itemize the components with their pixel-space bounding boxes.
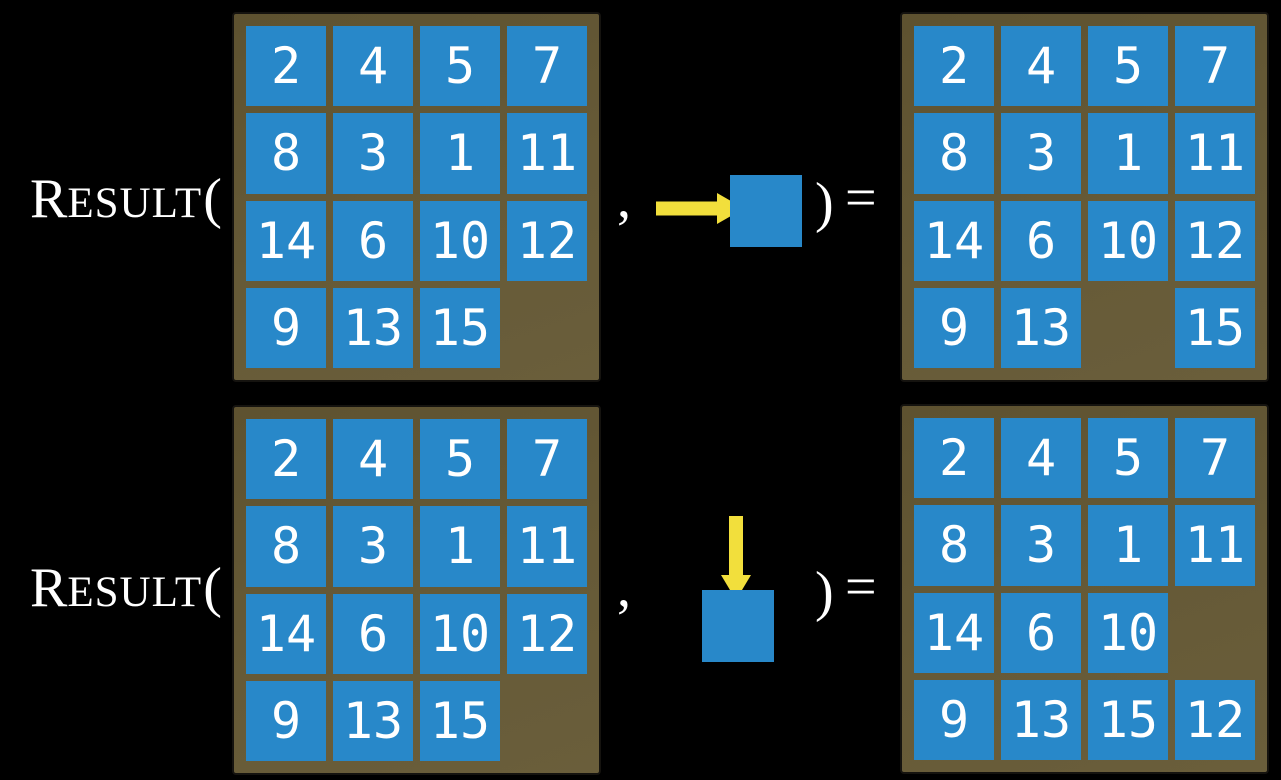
puzzle-tile-15: 15 bbox=[1088, 679, 1168, 760]
puzzle-tile-13: 13 bbox=[333, 680, 413, 761]
puzzle-tile-10: 10 bbox=[420, 200, 500, 281]
puzzle-tile-12: 12 bbox=[507, 200, 587, 281]
action-tile-square bbox=[702, 590, 774, 662]
puzzle-tile-1: 1 bbox=[1088, 505, 1168, 586]
puzzle-tile-2: 2 bbox=[246, 419, 326, 500]
puzzle-tile-11: 11 bbox=[507, 113, 587, 194]
puzzle-tile-5: 5 bbox=[1088, 26, 1168, 107]
puzzle-tile-10: 10 bbox=[420, 593, 500, 674]
puzzle-tile-4: 4 bbox=[333, 26, 413, 107]
puzzle-tile-3: 3 bbox=[1001, 505, 1081, 586]
puzzle-tile-3: 3 bbox=[333, 506, 413, 587]
puzzle-tile-14: 14 bbox=[914, 592, 994, 673]
open-paren: ( bbox=[203, 168, 222, 230]
puzzle-tile-8: 8 bbox=[246, 506, 326, 587]
open-paren: ( bbox=[203, 557, 222, 619]
puzzle-tile-1: 1 bbox=[420, 113, 500, 194]
puzzle-tile-12: 12 bbox=[1175, 679, 1255, 760]
puzzle-tile-9: 9 bbox=[914, 287, 994, 368]
puzzle-tile-15: 15 bbox=[420, 287, 500, 368]
puzzle-tile-13: 13 bbox=[1001, 679, 1081, 760]
comma-separator: , bbox=[617, 168, 631, 230]
puzzle-tile-9: 9 bbox=[246, 680, 326, 761]
action-tile-square bbox=[730, 175, 802, 247]
comma-separator: , bbox=[617, 557, 631, 619]
blank-space bbox=[507, 288, 587, 368]
puzzle-tile-7: 7 bbox=[507, 26, 587, 107]
puzzle-tile-3: 3 bbox=[333, 113, 413, 194]
puzzle-tile-5: 5 bbox=[420, 26, 500, 107]
puzzle-tile-1: 1 bbox=[1088, 113, 1168, 194]
puzzle-tile-4: 4 bbox=[1001, 26, 1081, 107]
puzzle-tile-2: 2 bbox=[246, 26, 326, 107]
puzzle-tile-14: 14 bbox=[914, 200, 994, 281]
puzzle-tile-7: 7 bbox=[1175, 418, 1255, 499]
puzzle-tile-9: 9 bbox=[246, 287, 326, 368]
puzzle-tile-2: 2 bbox=[914, 418, 994, 499]
puzzle-tile-12: 12 bbox=[1175, 200, 1255, 281]
puzzle-tile-8: 8 bbox=[914, 505, 994, 586]
down-arrow-icon bbox=[721, 516, 751, 600]
puzzle-tile-10: 10 bbox=[1088, 200, 1168, 281]
puzzle-tile-6: 6 bbox=[1001, 592, 1081, 673]
blank-space bbox=[507, 681, 587, 761]
result-function-label: RESULT( bbox=[30, 560, 222, 616]
puzzle-tile-14: 14 bbox=[246, 200, 326, 281]
puzzle-tile-1: 1 bbox=[420, 506, 500, 587]
puzzle-tile-7: 7 bbox=[1175, 26, 1255, 107]
puzzle-tile-15: 15 bbox=[420, 680, 500, 761]
puzzle-tile-3: 3 bbox=[1001, 113, 1081, 194]
puzzle-tile-9: 9 bbox=[914, 679, 994, 760]
puzzle-tile-4: 4 bbox=[1001, 418, 1081, 499]
puzzle-tile-11: 11 bbox=[507, 506, 587, 587]
result-label-initial: R bbox=[30, 168, 68, 230]
puzzle-tile-15: 15 bbox=[1175, 287, 1255, 368]
puzzle-tile-14: 14 bbox=[246, 593, 326, 674]
result-function-label: RESULT( bbox=[30, 171, 222, 227]
equals-sign: = bbox=[845, 167, 877, 229]
puzzle-tile-13: 13 bbox=[333, 287, 413, 368]
puzzle-tile-5: 5 bbox=[420, 419, 500, 500]
puzzle-tile-6: 6 bbox=[1001, 200, 1081, 281]
puzzle-tile-5: 5 bbox=[1088, 418, 1168, 499]
puzzle-tile-11: 11 bbox=[1175, 505, 1255, 586]
puzzle-tile-11: 11 bbox=[1175, 113, 1255, 194]
result-label-smallcaps: ESULT bbox=[67, 180, 203, 227]
blank-space bbox=[1088, 288, 1168, 368]
close-paren: ) bbox=[815, 561, 834, 623]
puzzle-tile-4: 4 bbox=[333, 419, 413, 500]
result-label-initial: R bbox=[30, 557, 68, 619]
puzzle-tile-2: 2 bbox=[914, 26, 994, 107]
puzzle-tile-6: 6 bbox=[333, 593, 413, 674]
puzzle-tile-6: 6 bbox=[333, 200, 413, 281]
puzzle-tile-7: 7 bbox=[507, 419, 587, 500]
puzzle-tile-10: 10 bbox=[1088, 592, 1168, 673]
puzzle-tile-8: 8 bbox=[246, 113, 326, 194]
close-paren: ) bbox=[815, 172, 834, 234]
blank-space bbox=[1175, 593, 1255, 673]
puzzle-tile-12: 12 bbox=[507, 593, 587, 674]
puzzle-tile-13: 13 bbox=[1001, 287, 1081, 368]
equals-sign: = bbox=[845, 556, 877, 618]
puzzle-tile-8: 8 bbox=[914, 113, 994, 194]
result-label-smallcaps: ESULT bbox=[67, 569, 203, 616]
